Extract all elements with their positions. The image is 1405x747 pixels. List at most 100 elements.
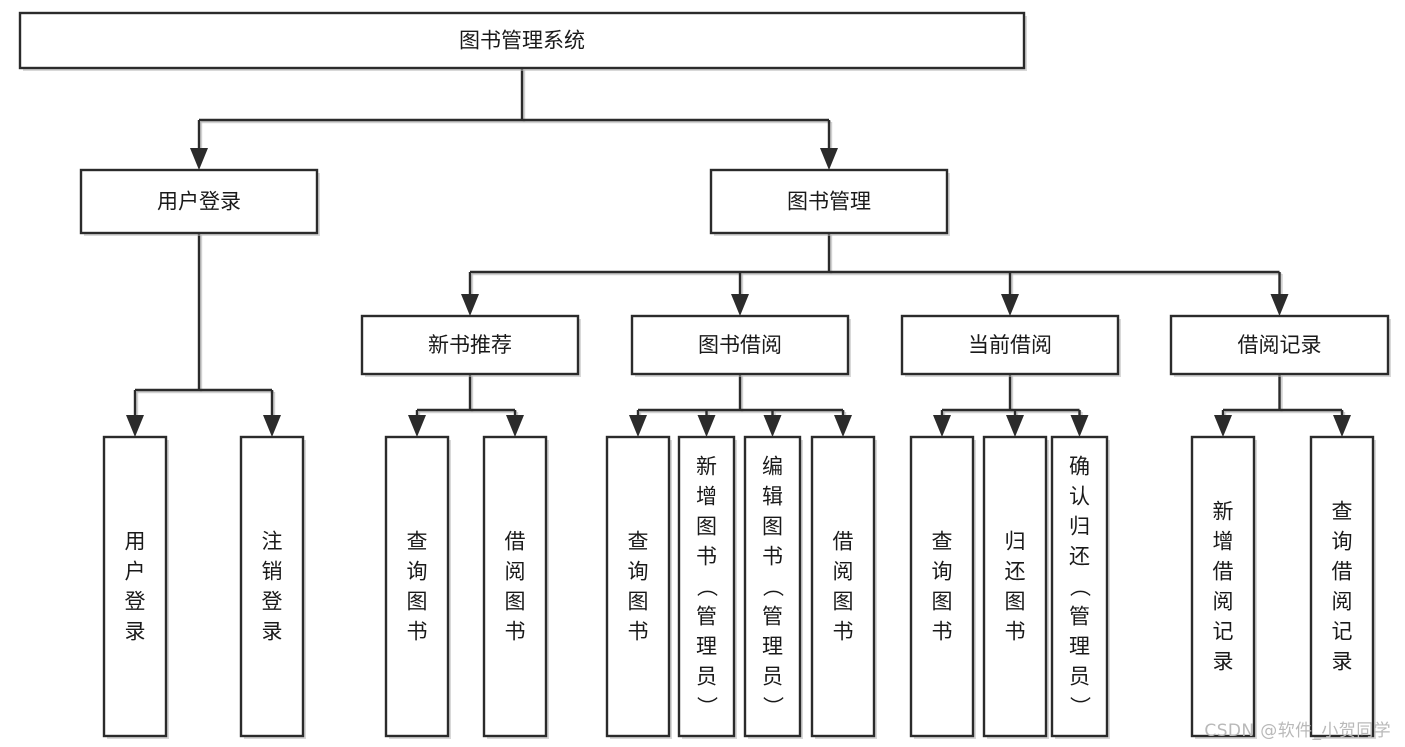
node-new-book-recommend-label: 新书推荐 bbox=[428, 333, 512, 357]
svg-text:图: 图 bbox=[762, 515, 783, 539]
svg-text:阅: 阅 bbox=[1332, 590, 1353, 614]
node-root-label: 图书管理系统 bbox=[459, 29, 585, 53]
node-new-book-recommend[interactable]: 新书推荐 bbox=[360, 314, 581, 377]
node-borrow-record-label: 借阅记录 bbox=[1238, 333, 1322, 357]
node-book-borrow[interactable]: 图书借阅 bbox=[630, 314, 851, 377]
node-user-login[interactable]: 用户登录 bbox=[79, 168, 320, 236]
svg-text:户: 户 bbox=[125, 560, 146, 584]
book-manage-arrowhead-1 bbox=[731, 294, 749, 316]
svg-text:增: 增 bbox=[696, 485, 717, 509]
svg-text:阅: 阅 bbox=[1213, 590, 1234, 614]
svg-text:（: （ bbox=[1068, 576, 1092, 597]
svg-text:登: 登 bbox=[125, 590, 146, 614]
svg-text:注: 注 bbox=[262, 530, 283, 554]
l3-2-arrowhead-1 bbox=[1006, 415, 1024, 437]
svg-text:书: 书 bbox=[762, 545, 783, 569]
svg-text:辑: 辑 bbox=[762, 485, 783, 509]
svg-text:理: 理 bbox=[762, 635, 783, 659]
svg-text:新: 新 bbox=[696, 455, 717, 479]
svg-text:查: 查 bbox=[407, 530, 428, 554]
svg-text:记: 记 bbox=[1332, 620, 1353, 644]
svg-text:新: 新 bbox=[1213, 500, 1234, 524]
book-manage-arrowhead-0 bbox=[461, 294, 479, 316]
svg-text:查: 查 bbox=[628, 530, 649, 554]
svg-text:阅: 阅 bbox=[833, 560, 854, 584]
node-root-图书管理系统[interactable]: 图书管理系统 bbox=[18, 11, 1027, 71]
svg-text:图: 图 bbox=[628, 590, 649, 614]
svg-text:书: 书 bbox=[696, 545, 717, 569]
svg-text:管: 管 bbox=[696, 605, 717, 629]
node-book-manage-label: 图书管理 bbox=[787, 190, 871, 214]
node-book-manage[interactable]: 图书管理 bbox=[709, 168, 950, 236]
user-login-arrowhead-1 bbox=[263, 415, 281, 437]
svg-text:书: 书 bbox=[932, 620, 953, 644]
root-arrowhead-0 bbox=[190, 148, 208, 170]
svg-text:借: 借 bbox=[1213, 560, 1234, 584]
book-manage-arrowhead-2 bbox=[1001, 294, 1019, 316]
l3-1-arrowhead-3 bbox=[834, 415, 852, 437]
svg-text:确: 确 bbox=[1069, 455, 1090, 479]
node-borrow-record[interactable]: 借阅记录 bbox=[1169, 314, 1391, 377]
svg-text:书: 书 bbox=[833, 620, 854, 644]
svg-text:归: 归 bbox=[1069, 515, 1090, 539]
svg-text:借: 借 bbox=[1332, 560, 1353, 584]
svg-text:书: 书 bbox=[505, 620, 526, 644]
svg-text:录: 录 bbox=[1332, 650, 1353, 674]
user-login-arrowhead-0 bbox=[126, 415, 144, 437]
svg-text:借: 借 bbox=[833, 530, 854, 554]
node-layer: 图书管理系统用户登录图书管理新书推荐图书借阅当前借阅借阅记录用户登录注销登录查询… bbox=[18, 11, 1391, 739]
l3-1-arrowhead-2 bbox=[763, 415, 782, 437]
svg-text:图: 图 bbox=[932, 590, 953, 614]
svg-text:阅: 阅 bbox=[505, 560, 526, 584]
svg-text:管: 管 bbox=[1069, 605, 1090, 629]
svg-text:图: 图 bbox=[407, 590, 428, 614]
svg-text:还: 还 bbox=[1005, 560, 1026, 584]
svg-text:录: 录 bbox=[1213, 650, 1234, 674]
root-arrowhead-1 bbox=[820, 148, 838, 170]
node-current-borrow[interactable]: 当前借阅 bbox=[900, 314, 1121, 377]
node-book-borrow-label: 图书借阅 bbox=[698, 333, 782, 357]
svg-text:员: 员 bbox=[696, 665, 717, 689]
svg-text:借: 借 bbox=[505, 530, 526, 554]
svg-text:图: 图 bbox=[696, 515, 717, 539]
svg-text:询: 询 bbox=[932, 560, 953, 584]
svg-text:用: 用 bbox=[125, 530, 146, 554]
svg-text:记: 记 bbox=[1213, 620, 1234, 644]
svg-text:编: 编 bbox=[762, 455, 783, 479]
svg-text:查: 查 bbox=[932, 530, 953, 554]
l3-1-arrowhead-0 bbox=[629, 415, 647, 437]
svg-text:图: 图 bbox=[833, 590, 854, 614]
node-current-borrow-label: 当前借阅 bbox=[968, 333, 1052, 357]
svg-text:销: 销 bbox=[262, 560, 283, 584]
svg-text:管: 管 bbox=[762, 605, 783, 629]
svg-text:）: ） bbox=[1068, 696, 1092, 717]
svg-text:询: 询 bbox=[1332, 530, 1353, 554]
svg-text:登: 登 bbox=[262, 590, 283, 614]
svg-text:（: （ bbox=[695, 576, 719, 597]
node-leaf-user-login[interactable]: 用户登录 bbox=[102, 435, 169, 739]
svg-text:询: 询 bbox=[628, 560, 649, 584]
svg-text:图: 图 bbox=[505, 590, 526, 614]
l3-2-arrowhead-2 bbox=[1070, 415, 1089, 437]
